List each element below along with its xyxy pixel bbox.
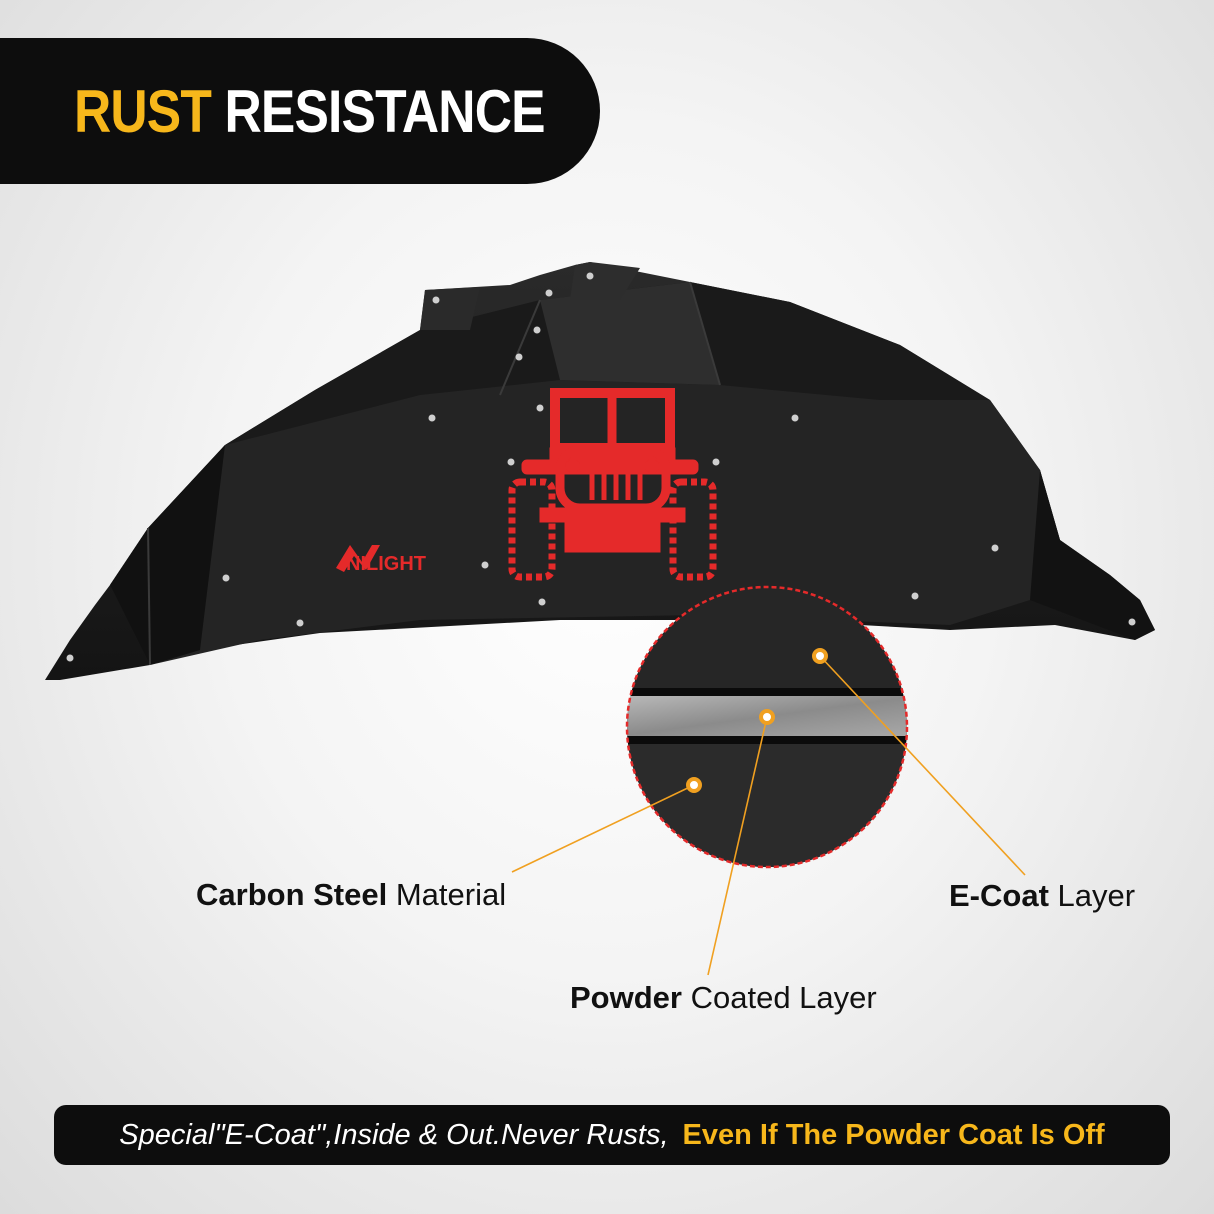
footer-italic-text: Special"E-Coat",Inside & Out.Never Rusts…: [119, 1118, 669, 1151]
page-title: RUST RESISTANCE: [74, 77, 546, 146]
callout-carbon-steel: Carbon Steel Material: [196, 877, 507, 912]
title-banner: RUST RESISTANCE: [0, 38, 600, 184]
magnifier-border: [625, 585, 909, 869]
title-rest: RESISTANCE: [224, 77, 546, 145]
footer-highlight-text: Even If The Powder Coat Is Off: [682, 1118, 1105, 1151]
callout-powder-coat: Powder Coated Layer: [570, 980, 877, 1015]
callout-e-coat: E-Coat Layer: [949, 878, 1136, 913]
footer-banner: Special"E-Coat",Inside & Out.Never Rusts…: [54, 1105, 1170, 1165]
jeep-emblem-icon: [508, 388, 717, 581]
bolt-holes: [66, 272, 1136, 662]
title-highlight: RUST: [74, 77, 212, 145]
callout-markers: [686, 648, 828, 793]
brand-logo-text: NILIGHT: [346, 553, 426, 575]
callout-lines: [511, 655, 1026, 976]
nilight-logo: NILIGHT: [336, 545, 426, 575]
